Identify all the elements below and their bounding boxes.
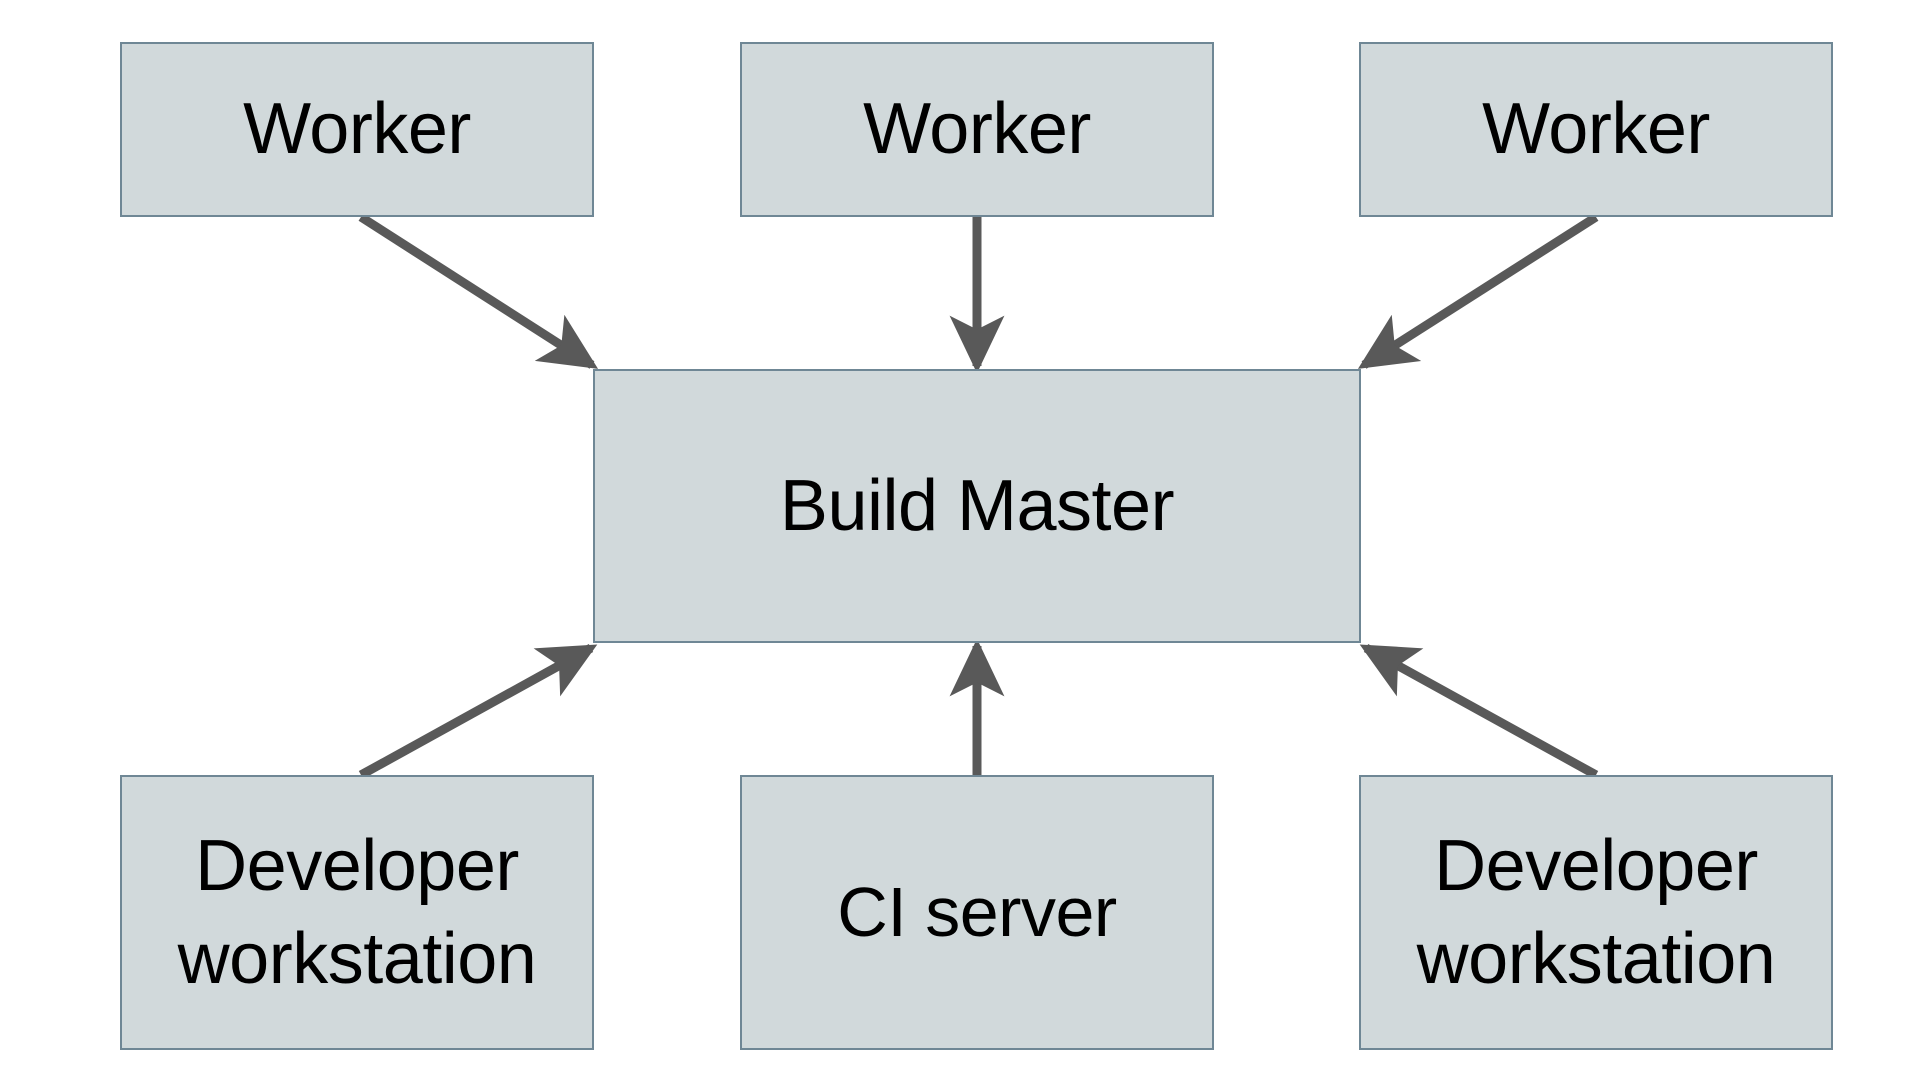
- node-developer-workstation-right[interactable]: Developer workstation: [1359, 775, 1833, 1050]
- node-worker-3-label: Worker: [1482, 89, 1710, 170]
- node-developer-workstation-left-label: Developer workstation: [177, 826, 537, 999]
- node-build-master-label: Build Master: [779, 465, 1175, 546]
- node-developer-workstation-left[interactable]: Developer workstation: [120, 775, 594, 1050]
- edge-worker-1-to-build-master: [358, 213, 599, 369]
- node-worker-1-label: Worker: [243, 89, 471, 170]
- edge-developer-workstation-right-to-build-master: [1359, 644, 1599, 779]
- node-worker-1[interactable]: Worker: [120, 42, 594, 217]
- edge-developer-workstation-left-to-build-master: [358, 644, 598, 779]
- node-worker-2[interactable]: Worker: [740, 42, 1214, 217]
- edge-worker-3-to-build-master: [1357, 213, 1599, 369]
- node-ci-server-label: CI server: [837, 872, 1117, 951]
- node-worker-3[interactable]: Worker: [1359, 42, 1833, 217]
- node-developer-workstation-right-label: Developer workstation: [1416, 826, 1776, 999]
- node-build-master[interactable]: Build Master: [593, 369, 1361, 643]
- node-worker-2-label: Worker: [863, 89, 1091, 170]
- node-ci-server[interactable]: CI server: [740, 775, 1214, 1050]
